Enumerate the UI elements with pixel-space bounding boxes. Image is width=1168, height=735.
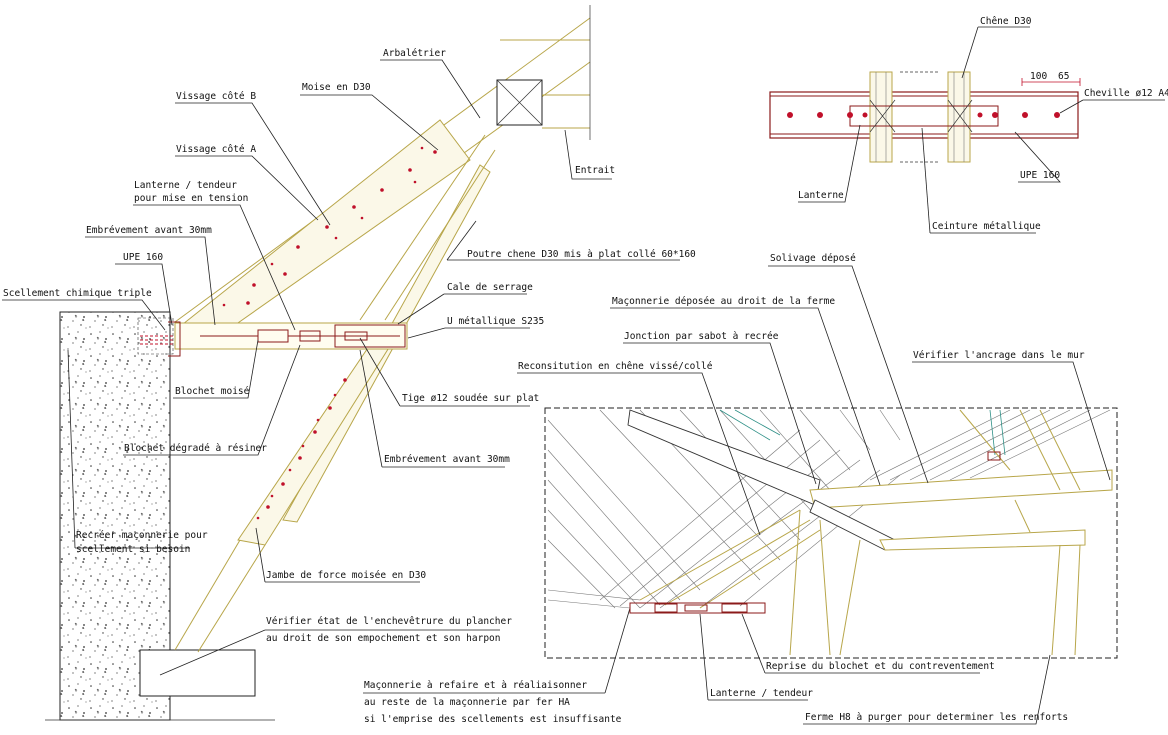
truss-wood [627,409,1113,656]
label-poutre: Poutre chene D30 mis à plat collé 60*160 [467,249,696,260]
label-chene: Chêne D30 [980,16,1032,27]
strut-bolts [256,378,347,520]
label-lanterne-perspective: Lanterne / tendeur [710,688,813,699]
dimension-65: 65 [1058,71,1069,82]
label-maconnerie-1: Maçonnerie à refaire et à réaliaisonner [364,680,587,691]
label-vissage-a: Vissage côté A [176,144,256,155]
label-blochet-moise: Blochet moisé [175,386,250,397]
label-solivage: Solivage déposé [770,253,856,264]
label-tige: Tige ø12 soudée sur plat [402,393,539,404]
floor-beam-pocket [139,649,256,697]
label-jonction: Jonction par sabot à recrée [624,331,779,342]
label-blochet-degrade: Blochet dégradé à résiner [124,443,267,454]
label-entrait: Entrait [575,165,615,176]
roof-boards [547,409,1111,609]
label-reprise: Reprise du blochet et du contreventement [766,661,995,672]
label-jambe: Jambe de force moisée en D30 [266,570,426,581]
left-leaders [2,59,680,694]
dimension-100: 100 [1030,71,1047,82]
label-embrevement-1: Embrévement avant 30mm [86,225,212,236]
perspective-detail: Solivage déposé Maçonnerie déposée au dr… [517,253,1118,725]
oak-member-left [869,71,893,163]
label-reconstitution: Reconsitution en chêne vissé/collé [518,361,713,372]
label-verifier-2: au droit de son empochement et son harpo… [266,633,501,644]
label-moise: Moise en D30 [302,82,371,93]
label-embrevement-2: Embrévement avant 30mm [384,454,510,465]
label-arbaletrier: Arbalétrier [383,48,446,59]
label-upe-left: UPE 160 [123,252,163,263]
teal-joists [719,409,1006,456]
label-maconnerie-3: si l'emprise des scellements est insuffi… [364,714,622,725]
label-lanterne-plan: Lanterne [798,190,844,201]
label-verifier-ancrage: Vérifier l'ancrage dans le mur [913,350,1085,361]
perspective-blochet [629,451,1001,614]
label-lanterne-2: pour mise en tension [134,193,248,204]
moise-bolts [222,146,437,307]
label-u-metal: U métallique S235 [447,316,544,327]
upe-channel [769,91,1079,139]
plan-detail: 100 65 Chêne D30 Cheville ø12 A4 Lantern… [769,16,1168,234]
label-ferme: Ferme H8 à purger pour determiner les re… [805,712,1068,723]
label-upe-plan: UPE 160 [1020,170,1060,181]
blochet [174,322,408,350]
label-verifier-1: Vérifier état de l'enchevêtrure du planc… [266,616,512,627]
label-maconnerie-deposee: Maçonnerie déposée au droit de la ferme [612,296,835,307]
left-section-detail: Arbalétrier Moise en D30 Vissage côté B … [2,5,696,725]
label-maconnerie-2: au reste de la maçonnerie par fer HA [364,697,570,708]
label-cheville: Cheville ø12 A4 [1084,88,1168,99]
label-ceinture: Ceinture métallique [932,221,1041,232]
label-recreer-2: scellement si besoin [76,544,190,555]
perspective-frame [544,407,1118,659]
label-vissage-b: Vissage côté B [176,91,256,102]
label-recreer-1: Recréer maçonnerie pour [76,530,208,541]
label-cale: Cale de serrage [447,282,533,293]
label-scellement: Scellement chimique triple [3,288,152,299]
plan-bolts [787,112,1060,118]
label-lanterne-1: Lanterne / tendeur [134,180,237,191]
